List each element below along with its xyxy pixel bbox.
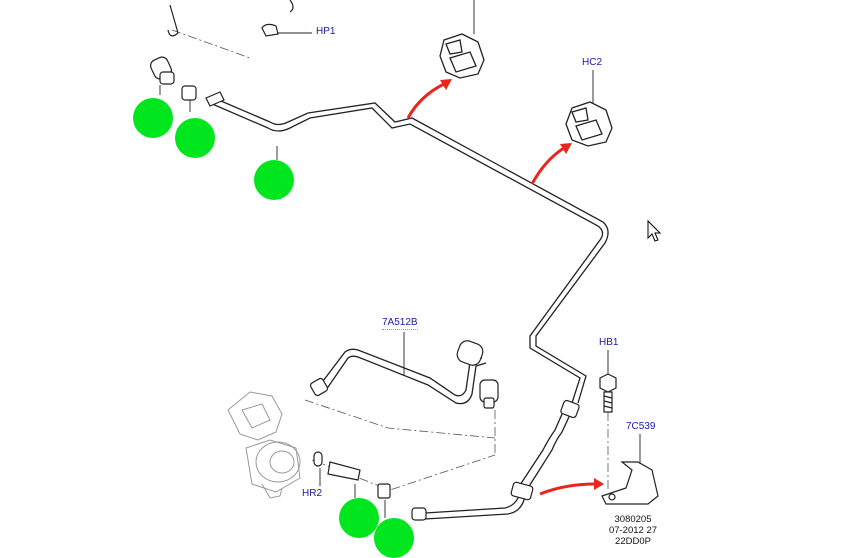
leader-lines xyxy=(171,29,609,491)
label-hb1[interactable]: HB1 xyxy=(599,337,619,348)
hotspot-lower-2[interactable] xyxy=(374,518,414,558)
lower-pipe xyxy=(424,404,575,520)
lower-fittings xyxy=(309,340,580,521)
hotspot-upper-left-1[interactable] xyxy=(133,98,173,138)
connector-hc-top xyxy=(439,33,485,79)
bolt-icon xyxy=(599,373,617,413)
pipe-7a512b xyxy=(319,348,487,405)
label-7a512b[interactable]: 7A512B xyxy=(382,317,418,330)
bracket-icon xyxy=(601,461,659,505)
red-arrowheads xyxy=(440,79,604,490)
label-hc2[interactable]: HC2 xyxy=(582,57,603,68)
mouse-cursor-icon xyxy=(647,219,662,242)
connector-hc2 xyxy=(565,101,613,147)
hotspot-upper-left-2[interactable] xyxy=(175,118,215,158)
diagram-code-line1: 3080205 xyxy=(614,514,652,525)
upper-fittings xyxy=(149,0,294,107)
label-7c539[interactable]: 7C539 xyxy=(626,421,656,432)
diagram-code-line3: 22DD0P xyxy=(615,536,651,547)
label-hr2[interactable]: HR2 xyxy=(302,488,323,499)
slave-cylinder-icon xyxy=(227,391,301,499)
diagram-code: 3080205 07-2012 27 22DD0P xyxy=(598,514,668,547)
label-hp1[interactable]: HP1 xyxy=(316,26,336,37)
red-arrow-icon xyxy=(406,82,597,496)
diagram-code-line2: 07-2012 27 xyxy=(608,525,658,536)
main-pipe xyxy=(209,97,609,404)
hotspot-lower-1[interactable] xyxy=(339,498,379,538)
label-leaders xyxy=(159,0,641,518)
hotspot-upper-pipe[interactable] xyxy=(254,160,294,200)
